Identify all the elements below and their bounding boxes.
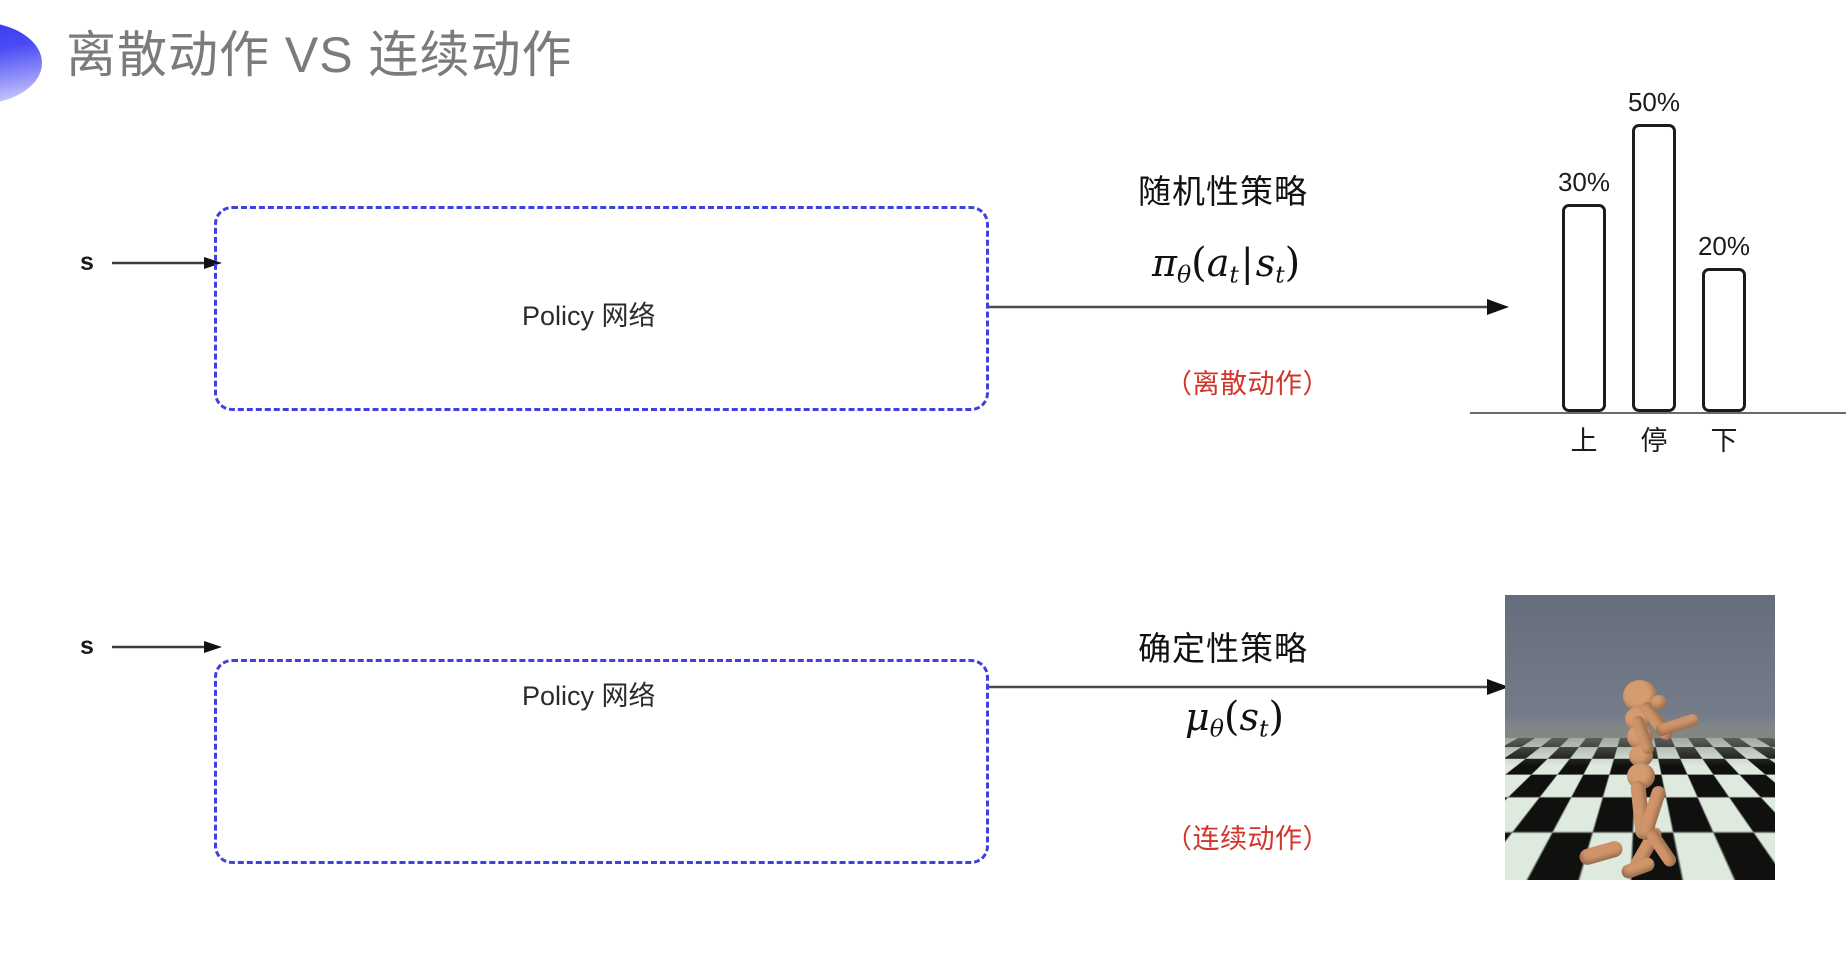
formula-close-paren: ) — [1268, 694, 1285, 740]
humanoid-figure — [1505, 595, 1775, 880]
title-bullet-icon — [0, 22, 42, 104]
formula-conditional-bar: | — [1240, 241, 1254, 285]
bar-rect — [1632, 124, 1676, 412]
humanoid-left-hand — [1651, 695, 1667, 710]
policy-kind-discrete: 随机性策略 — [1138, 173, 1308, 210]
formula-arg1-subscript: t — [1258, 714, 1269, 743]
input-arrow-continuous — [112, 641, 222, 653]
formula-open-paren: ( — [1191, 240, 1207, 286]
chart-baseline-axis — [1470, 412, 1846, 414]
bar-value-label: 30% — [1557, 167, 1611, 197]
output-arrow-discrete — [989, 299, 1509, 315]
bar-rect — [1702, 268, 1746, 412]
formula-continuous: μθ(st) — [1185, 694, 1284, 743]
formula-discrete: πθ(at|st) — [1152, 240, 1300, 289]
input-arrow-discrete — [112, 257, 222, 269]
formula-arg1-subscript: t — [1229, 260, 1239, 289]
bar-category-label: 停 — [1640, 426, 1668, 456]
formula-fn-subscript: θ — [1176, 260, 1192, 289]
policy-kind-continuous: 确定性策略 — [1138, 630, 1308, 667]
formula-arg2-subscript: t — [1275, 260, 1285, 289]
policy-network-label-discrete: Policy 网络 — [522, 301, 656, 331]
formula-fn: π — [1152, 241, 1177, 285]
formula-fn: μ — [1185, 695, 1210, 739]
policy-network-box-discrete — [214, 206, 989, 411]
bar-rect — [1562, 204, 1606, 412]
formula-arg2: s — [1255, 241, 1276, 285]
bar-value-label: 20% — [1697, 231, 1751, 261]
policy-network-label-continuous: Policy 网络 — [522, 681, 656, 711]
bar-category-label: 下 — [1710, 426, 1738, 456]
formula-open-paren: ( — [1223, 694, 1240, 740]
humanoid-simulation-image — [1505, 595, 1775, 880]
input-state-label-continuous: s — [80, 632, 94, 660]
action-type-note-discrete: （离散动作） — [1165, 369, 1330, 399]
formula-arg1: a — [1206, 241, 1230, 285]
input-state-label-discrete: s — [80, 248, 94, 276]
bar-category-label: 上 — [1570, 426, 1598, 456]
policy-network-box-continuous — [214, 659, 989, 864]
formula-arg1: s — [1239, 695, 1259, 739]
formula-close-paren: ) — [1284, 240, 1301, 286]
formula-fn-subscript: θ — [1209, 714, 1224, 743]
bar-value-label: 50% — [1627, 87, 1681, 117]
output-arrow-continuous — [989, 679, 1509, 695]
action-probability-bar-chart: 30% 上 50% 停 20% 下 — [1470, 87, 1846, 460]
page-title: 离散动作 VS 连续动作 — [66, 27, 573, 83]
bar-column: 30% 上 — [1558, 162, 1610, 456]
bar-column: 20% 下 — [1698, 231, 1750, 456]
action-type-note-continuous: （连续动作） — [1165, 824, 1330, 854]
humanoid-left-foot — [1577, 839, 1625, 867]
humanoid-right-foot — [1619, 855, 1657, 880]
bar-column: 50% 停 — [1628, 87, 1680, 456]
